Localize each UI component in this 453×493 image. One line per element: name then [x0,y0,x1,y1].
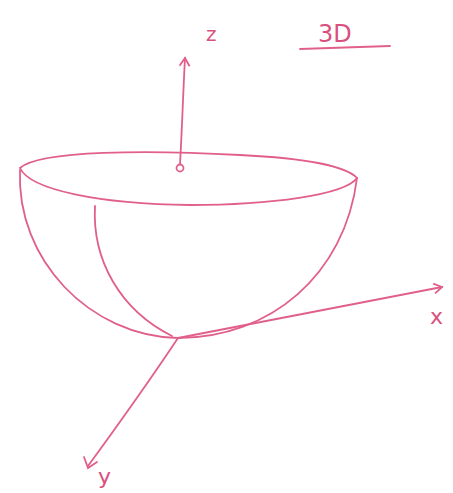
heading-underline [300,46,390,49]
y-axis-tick [84,457,97,468]
bowl-rim [20,152,357,205]
axis-label: z [206,24,217,44]
z-axis [180,58,185,164]
heading-label: 3D [318,22,352,46]
axis-origin [177,165,184,172]
x-axis [178,287,442,338]
y-axis [88,338,178,466]
axis-label: x [430,306,443,328]
bowl-inner-line [95,206,172,336]
axis-label: y [98,466,111,488]
